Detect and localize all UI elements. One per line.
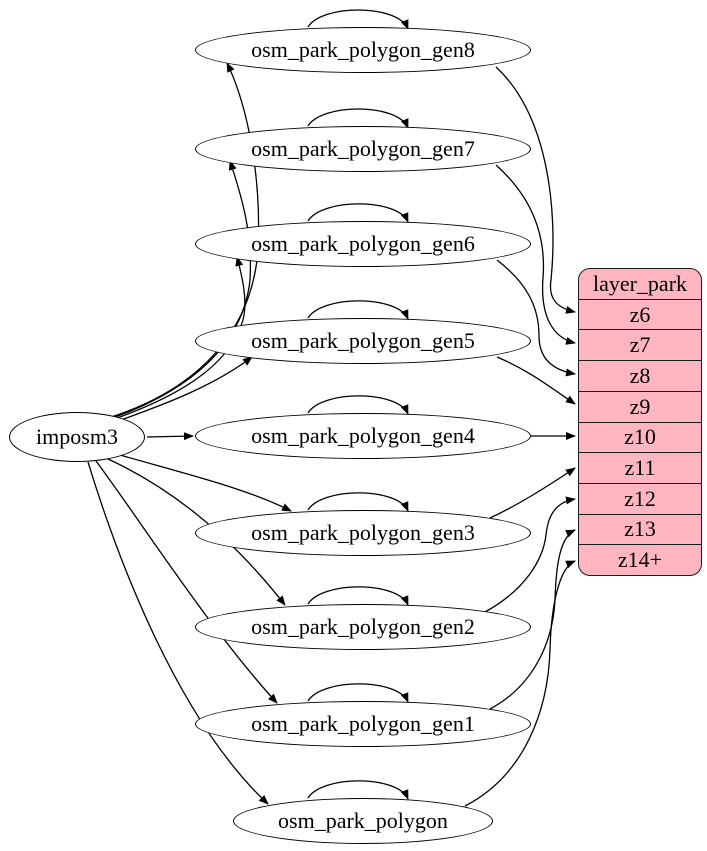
edge-osm_park_polygon_gen6-to-layer_park.z8	[496, 259, 576, 377]
edge-osm_park_polygon_gen7-to-layer_park.z7	[495, 164, 576, 345]
edge-osm_park_polygon_gen2-to-layer_park.z12	[484, 496, 576, 613]
node-osm-park-polygon: osm_park_polygon	[233, 798, 493, 844]
row-label: z9	[629, 393, 651, 419]
edge-osm_park_polygon_gen6-to-osm_park_polygon_gen6	[307, 203, 409, 223]
node-label: osm_park_polygon_gen4	[251, 423, 475, 448]
table-row-z6: z6	[579, 298, 701, 330]
edge-imposm3-to-osm_park_polygon_gen1	[95, 460, 278, 704]
node-label: osm_park_polygon_gen6	[251, 231, 475, 256]
node-imposm3: imposm3	[9, 412, 145, 462]
node-osm-park-polygon-gen4: osm_park_polygon_gen4	[195, 413, 531, 459]
edge-osm_park_polygon_gen2-to-osm_park_polygon_gen2	[307, 586, 409, 606]
edge-osm_park_polygon_gen7-to-osm_park_polygon_gen7	[307, 108, 409, 129]
node-label: osm_park_polygon_gen3	[251, 520, 475, 545]
node-label: osm_park_polygon_gen5	[251, 328, 475, 353]
edge-imposm3-to-osm_park_polygon_gen4	[146, 432, 194, 441]
edge-osm_park_polygon_gen5-to-osm_park_polygon_gen5	[307, 300, 409, 320]
edge-osm_park_polygon_gen4-to-osm_park_polygon_gen4	[307, 395, 409, 415]
node-osm-park-polygon-gen8: osm_park_polygon_gen8	[195, 27, 531, 73]
node-label: osm_park_polygon_gen1	[251, 711, 475, 736]
edge-osm_park_polygon-to-layer_park.z14+	[464, 560, 576, 807]
edge-osm_park_polygon_gen3-to-layer_park.z11	[489, 467, 576, 519]
row-label: z8	[629, 362, 651, 388]
node-osm-park-polygon-gen1: osm_park_polygon_gen1	[195, 701, 531, 747]
edge-imposm3-to-osm_park_polygon	[87, 461, 269, 805]
node-osm-park-polygon-gen5: osm_park_polygon_gen5	[195, 318, 531, 364]
node-osm-park-polygon-gen3: osm_park_polygon_gen3	[195, 510, 531, 556]
node-label: osm_park_polygon_gen8	[251, 37, 475, 62]
table-row-z13: z13	[579, 513, 701, 545]
layer-park-header: layer_park	[579, 269, 701, 299]
row-label: z12	[624, 485, 656, 511]
table-row-z8: z8	[579, 360, 701, 391]
edge-osm_park_polygon_gen5-to-layer_park.z9	[496, 356, 576, 405]
row-label: z11	[624, 455, 656, 481]
table-row-z14plus: z14+	[579, 544, 701, 575]
row-label: z14+	[617, 547, 663, 573]
edge-imposm3-to-osm_park_polygon_gen2	[107, 458, 286, 606]
node-osm-park-polygon-gen6: osm_park_polygon_gen6	[195, 221, 531, 267]
edge-osm_park_polygon_gen1-to-osm_park_polygon_gen1	[307, 683, 409, 703]
row-label: z10	[624, 424, 656, 450]
edge-osm_park_polygon-to-osm_park_polygon	[307, 780, 409, 800]
node-label: osm_park_polygon_gen2	[251, 614, 475, 639]
layer-park-table: layer_park z6 z7 z8 z9 z10 z11 z12 z13 z…	[578, 268, 702, 576]
edge-imposm3-to-osm_park_polygon_gen3	[119, 454, 292, 512]
table-row-z10: z10	[579, 421, 701, 453]
table-row-z9: z9	[579, 390, 701, 422]
row-label: z6	[629, 301, 651, 327]
edge-imposm3-to-osm_park_polygon_gen7	[103, 160, 252, 422]
node-osm-park-polygon-gen2: osm_park_polygon_gen2	[195, 604, 531, 650]
row-label: z13	[624, 516, 656, 542]
node-osm-park-polygon-gen7: osm_park_polygon_gen7	[195, 126, 531, 172]
edge-osm_park_polygon_gen8-to-osm_park_polygon_gen8	[307, 9, 409, 30]
row-label: z7	[629, 332, 651, 358]
table-row-z12: z12	[579, 482, 701, 514]
edge-osm_park_polygon_gen3-to-osm_park_polygon_gen3	[307, 492, 409, 512]
edge-osm_park_polygon_gen8-to-layer_park.z6	[495, 66, 576, 314]
node-imposm3-label: imposm3	[36, 424, 118, 449]
layer-park-title: layer_park	[592, 270, 688, 296]
node-label: osm_park_polygon_gen7	[251, 136, 475, 161]
node-label: osm_park_polygon	[278, 808, 448, 833]
table-row-z7: z7	[579, 329, 701, 360]
table-row-z11: z11	[579, 452, 701, 483]
